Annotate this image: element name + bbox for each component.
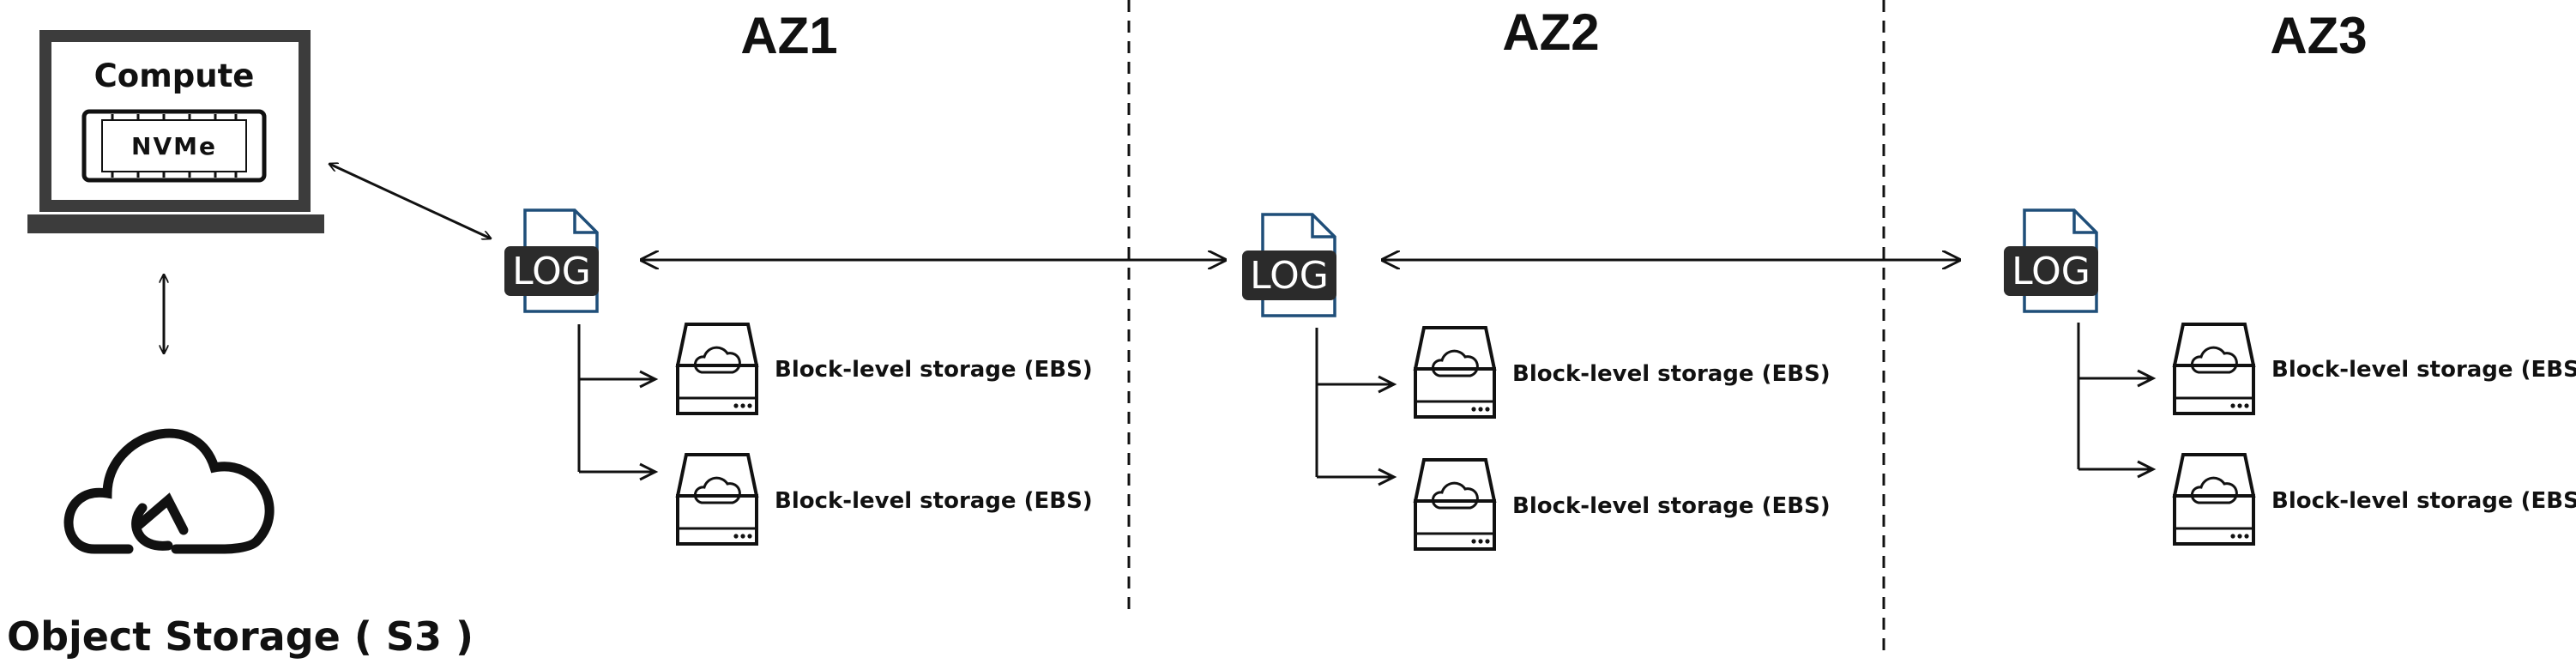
ebs-drive-icon: [2173, 323, 2255, 415]
ebs-drive-icon: [1414, 326, 1496, 419]
log-az2-ebs-connector: [1315, 328, 1394, 479]
ebs-label: Block-level storage (EBS): [1512, 493, 1831, 519]
object-storage-label: Object Storage ( S3 ): [7, 613, 474, 660]
log-az3-ebs2-arrowhead: [2137, 460, 2157, 479]
ebs-drive-icon: [2173, 453, 2255, 546]
log-az1-label: LOG: [512, 250, 591, 293]
ebs-label: Block-level storage (EBS): [1512, 361, 1831, 387]
cloud-upload-icon: [63, 428, 274, 554]
ebs-label: Block-level storage (EBS): [775, 357, 1093, 383]
az1-title: AZ1: [740, 7, 837, 64]
log-az2-ebs2-arrowhead: [1378, 468, 1397, 486]
log-az1-ebs1-arrowhead: [639, 370, 659, 389]
compute-laptop-icon: [27, 30, 324, 233]
log-az1-ebs2-arrowhead: [639, 462, 659, 481]
ebs-drive-icon: [676, 453, 758, 546]
log-az3-ebs-connector: [2077, 323, 2153, 471]
compute-label: Compute: [94, 57, 255, 94]
log-az2-ebs1-arrowhead: [1378, 375, 1397, 394]
log-az2-label: LOG: [1250, 254, 1329, 298]
ebs-label: Block-level storage (EBS): [775, 488, 1093, 514]
ebs-drive-icon: [676, 323, 758, 415]
az2-title: AZ2: [1502, 3, 1599, 61]
ebs-label: Block-level storage (EBS): [2271, 488, 2576, 514]
ebs-drive-icon: [1414, 458, 1496, 551]
compute-log-az1-arrow: [329, 164, 491, 238]
log-az1-ebs-connector: [577, 324, 655, 474]
ebs-label: Block-level storage (EBS): [2271, 357, 2576, 383]
nvme-chip-icon: [81, 109, 267, 183]
log-az3-ebs1-arrowhead: [2137, 369, 2157, 388]
log-az3-label: LOG: [2012, 250, 2090, 293]
az3-title: AZ3: [2270, 7, 2367, 64]
nvme-chip-label: NVMe: [131, 132, 217, 160]
